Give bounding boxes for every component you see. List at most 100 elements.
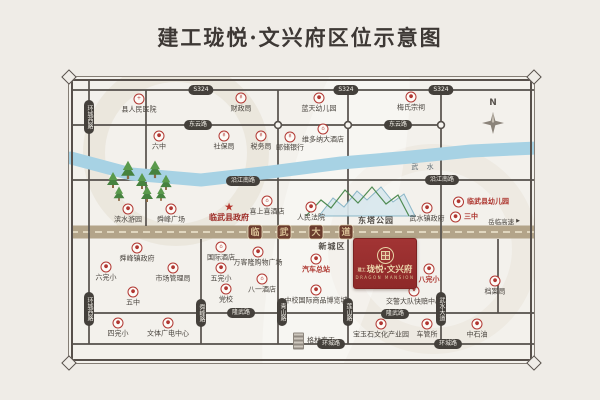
kindergarten-icon: ●: [313, 92, 325, 104]
poi-label: 八一酒店: [248, 285, 276, 294]
avenue-name-char: 道: [341, 226, 350, 238]
park-icon: ●: [122, 203, 134, 215]
government-icon: ●: [421, 202, 433, 214]
poi-label: 新城区: [318, 242, 346, 251]
avenue-name-char: 大: [311, 226, 320, 238]
project-name-main: 珑悦·文兴府: [366, 264, 413, 275]
petrol-icon: ●: [471, 318, 483, 330]
poi-label: 蓝天幼儿园: [301, 104, 337, 113]
mountains-back: [317, 186, 416, 217]
school-icon: ●: [450, 211, 461, 223]
school-icon: ●: [100, 261, 112, 273]
page-title: 建工珑悦·文兴府区位示意图: [157, 25, 443, 50]
poi-label: 八完小: [418, 275, 440, 284]
poi-label: 县人民医院: [121, 105, 157, 114]
compass-rose-icon: [482, 112, 504, 134]
river-name-label: 武 水: [411, 163, 437, 171]
bureau-icon: ¥: [218, 130, 230, 142]
star-icon: ★: [224, 200, 234, 214]
poi-label: 国际酒店: [207, 253, 235, 262]
road-label: 武水大道: [436, 292, 446, 326]
poi-label: 滨水游园: [114, 215, 142, 224]
poi-label: 中校国际商品博览城: [284, 296, 348, 305]
tax-icon: ¥: [255, 130, 267, 142]
project-name-prefix: 建工: [357, 267, 366, 272]
tree-icon: [136, 173, 148, 189]
poi-label: 社保局: [213, 142, 235, 151]
school-icon: ●: [215, 262, 227, 274]
government-icon: ●: [131, 242, 143, 254]
school-icon: ●: [112, 317, 124, 329]
poi-label: 临武县政府: [209, 213, 249, 222]
poi-label: 喜上喜酒店: [249, 207, 285, 216]
poi-label: 人民法院: [297, 213, 325, 222]
road-label: S324: [188, 85, 214, 95]
vehicle-office-icon: ●: [421, 318, 433, 330]
expressway-label: 岳临高速 ▶: [488, 218, 520, 226]
road-label: S324: [333, 85, 359, 95]
poi-label: 党校: [219, 295, 233, 304]
tree-icon: [121, 160, 135, 180]
project-seal-icon: [376, 246, 394, 264]
poi-label: 三中: [464, 212, 478, 221]
road-label: 隆武路: [380, 309, 410, 319]
road-label: 沿江南路: [225, 176, 261, 186]
project-name: 建工 珑悦·文兴府: [358, 266, 413, 275]
poi-label: 税务局: [250, 142, 272, 151]
bureau-icon: ●: [167, 262, 179, 274]
poi-label: 维多纳大酒店: [302, 135, 344, 144]
tree-icon: [160, 174, 172, 190]
poi-label: 五完小: [210, 274, 232, 283]
poi: ●三中: [450, 211, 478, 223]
road-label: 东云路: [383, 120, 413, 130]
poi-label: 财政局: [230, 104, 252, 113]
road-label: 莲山路: [343, 298, 353, 326]
project-subtitle: DRAGON MANSION: [355, 275, 415, 281]
tree-icon: [107, 172, 119, 188]
bus-station-icon: ●: [310, 253, 322, 265]
arrow-right-icon: ▶: [516, 218, 520, 224]
avenue-name-char: 临: [250, 226, 259, 238]
road-label: 沿江南路: [424, 175, 460, 185]
building-icon: [293, 332, 304, 350]
school-icon: ●: [127, 286, 139, 298]
plaza-icon: ●: [165, 203, 177, 215]
ancestral-hall-icon: ●: [405, 91, 417, 103]
poi-label: 市场管理局: [155, 274, 191, 283]
tree-icon: [155, 187, 167, 201]
road-label: 环城路: [433, 339, 463, 349]
poi-label: 五中: [126, 298, 140, 307]
poi-label: 四完小: [107, 329, 129, 338]
avenue-name-char: 武: [279, 226, 288, 238]
project-card: 建工 珑悦·文兴府 DRAGON MANSION: [353, 238, 417, 289]
map-labels-layer: 建工 珑悦·文兴府 DRAGON MANSION N 岳临高速 ▶ 武 水 S32…: [69, 77, 534, 363]
road-label: 环城路: [316, 339, 346, 349]
poi: ●临武县幼儿园: [453, 196, 509, 208]
poi-label: 舜峰镇政府: [119, 254, 155, 263]
road-label: 环城西路: [84, 292, 94, 326]
road-label: 舜峰路: [196, 299, 206, 327]
compass-north-label: N: [489, 98, 497, 108]
poi-label: 舜峰广场: [157, 215, 185, 224]
hotel-icon: ⌂: [215, 241, 227, 253]
road-label: S324: [428, 85, 454, 95]
hotel-icon: ⌂: [317, 123, 329, 135]
school-icon: ●: [423, 263, 435, 275]
poi-label: 汽车总站: [302, 265, 330, 274]
poi-label: 车管所: [416, 330, 438, 339]
map-frame: 临 武 大 道 建工 珑悦·文兴府 DRAGON MANSION N 岳临高速 ▶: [61, 69, 542, 371]
poi-label: 武水镇政府: [409, 214, 445, 223]
road-label: 东云路: [183, 120, 213, 130]
poi-label: 梅氏宗祠: [397, 103, 425, 112]
road-label: 隆武路: [226, 308, 256, 318]
bank-icon: ¥: [284, 131, 296, 143]
tree-icon: [113, 186, 125, 201]
poi-label: 东塔公园: [358, 216, 394, 225]
kindergarten-icon: ●: [453, 196, 464, 208]
culture-center-icon: ●: [162, 317, 174, 329]
bureau-icon: ●: [489, 275, 501, 287]
poi-label: 中石油: [466, 330, 488, 339]
poi-label: 宝玉石文化产业园: [353, 330, 409, 339]
poi-label: 临武县幼儿园: [467, 197, 509, 206]
